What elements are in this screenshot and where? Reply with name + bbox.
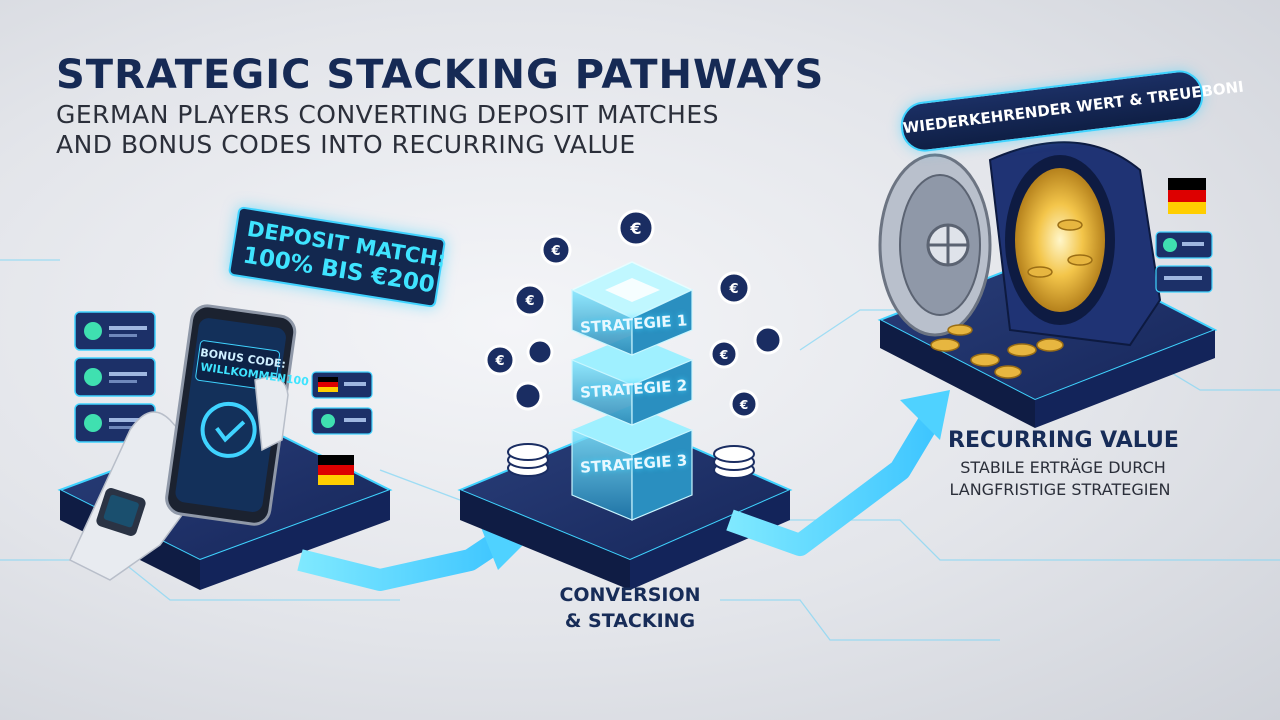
arrow-stage2-to-3 (726, 390, 950, 556)
svg-text:€: € (629, 219, 641, 238)
page-title: STRATEGIC STACKING PATHWAYS (56, 52, 825, 98)
euro-chip-icon: € (717, 271, 751, 305)
svg-text:€: € (524, 294, 534, 309)
conversion-stacking-label: CONVERSION & STACKING (540, 582, 720, 634)
svg-text:€: € (739, 398, 748, 412)
euro-chip-icon (753, 325, 783, 355)
svg-text:€: € (550, 244, 560, 259)
vault (878, 141, 1162, 379)
euro-chip-icon: € (709, 339, 739, 369)
strategy-cube-stack (570, 261, 694, 521)
euro-chip-icon: € (484, 344, 516, 376)
euro-chip-icon (513, 381, 543, 411)
euro-chip-icon: € (729, 389, 759, 419)
euro-chip-icon: € (540, 234, 572, 266)
euro-chips: € € € € € € € (484, 209, 783, 419)
svg-text:€: € (494, 354, 504, 369)
hand-holding-phone (69, 304, 297, 581)
cube-2 (571, 335, 693, 426)
cube-3 (571, 405, 693, 521)
recurring-value-desc-line1: STABILE ERTRÄGE DURCH (960, 458, 1166, 477)
subtitle-line-2: AND BONUS CODES INTO RECURRING VALUE (56, 130, 636, 159)
flag-cards-stage1 (311, 371, 373, 485)
cube-1 (570, 261, 694, 356)
recurring-value-title: RECURRING VALUE (948, 428, 1179, 453)
svg-text:€: € (728, 282, 738, 297)
recurring-value-desc-line2: LANGFRISTIGE STRATEGIEN (949, 480, 1171, 499)
euro-chip-icon (526, 338, 554, 366)
subtitle-line-1: GERMAN PLAYERS CONVERTING DEPOSIT MATCHE… (56, 100, 720, 129)
conversion-label-line2: & STACKING (564, 610, 696, 632)
flag-cards-stage3 (1155, 178, 1213, 293)
euro-chip-icon: € (513, 283, 547, 317)
conversion-label-line1: CONVERSION (559, 584, 701, 606)
svg-text:€: € (719, 348, 728, 362)
euro-chip-icon: € (617, 209, 655, 247)
